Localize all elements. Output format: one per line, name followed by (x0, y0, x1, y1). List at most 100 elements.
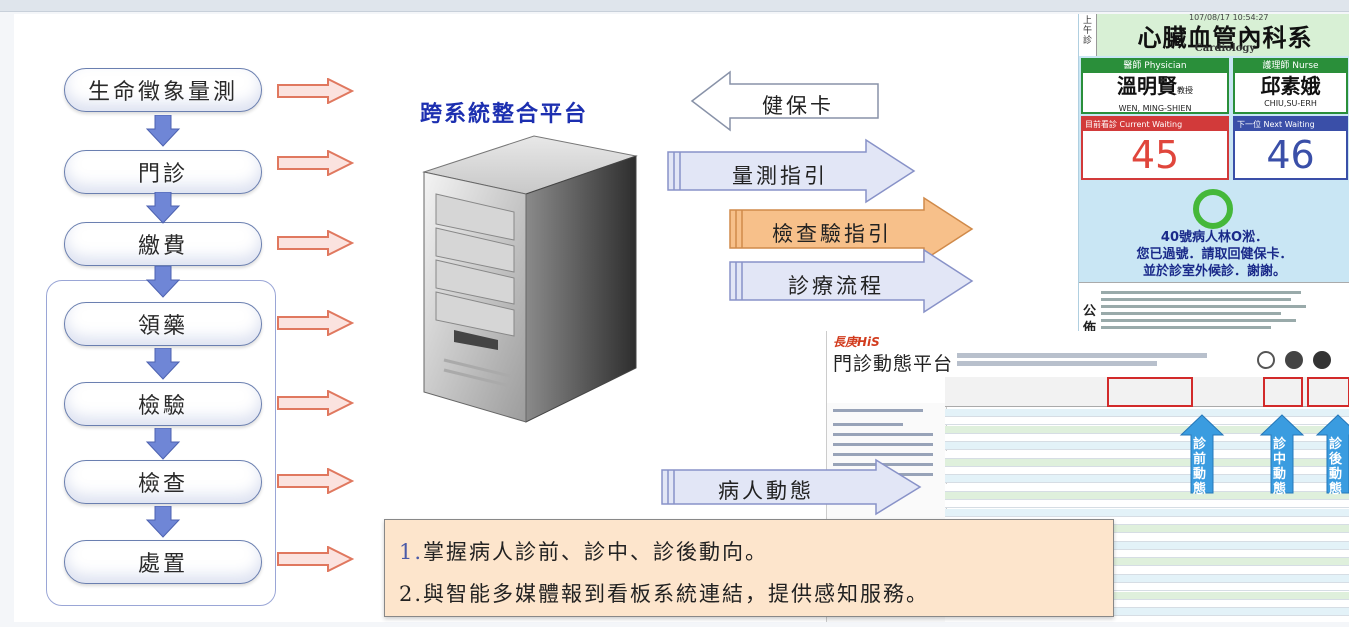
grid-row (945, 525, 1349, 534)
user-icon (1285, 351, 1303, 369)
grid-row (945, 500, 1349, 509)
nurse-name-en: CHIU,SU-ERH (1264, 99, 1317, 108)
right-arrow-icon (277, 78, 354, 104)
board-header (1079, 14, 1349, 56)
grid-row (945, 591, 1349, 600)
tree-item (833, 453, 933, 456)
board-timestamp: 107/08/17 10:54:27 (1189, 14, 1269, 22)
clinic-waiting-board: 上午診 107/08/17 10:54:27 心臟血管內科系 Cardiolog… (1078, 14, 1349, 359)
board-nurse: 護理師 Nurse 邱素娥 CHIU,SU-ERH (1233, 58, 1348, 114)
board-message-2: 您已過號．請取回健保卡． (1136, 247, 1293, 262)
notice-text-line (1101, 305, 1306, 308)
grid-row (945, 583, 1349, 592)
callout-number-2: 2. (399, 582, 424, 606)
right-arrow-icon (277, 390, 354, 416)
his-patient-grid (945, 377, 1349, 622)
next-label: 下一位 Next Waiting (1235, 118, 1346, 131)
grid-row (945, 558, 1349, 567)
during-visit-frame (1263, 377, 1303, 407)
down-arrow-icon (145, 266, 181, 298)
grid-row (945, 575, 1349, 583)
grid-row (945, 533, 1349, 542)
physician-name-en: WEN, MING-SHIEN (1118, 104, 1192, 113)
tree-item (833, 423, 903, 426)
grid-row (945, 508, 1349, 517)
grid-row (945, 467, 1349, 476)
right-arrow-icon (277, 468, 354, 494)
step-treatment: 處置 (64, 540, 262, 584)
board-message-3: 並於診室外候診．謝謝。 (1142, 264, 1286, 279)
step-pharmacy: 領藥 (64, 302, 262, 346)
exam-guide-arrow (729, 196, 974, 262)
notice-text-line (1101, 326, 1271, 329)
step-examination: 檢查 (64, 460, 262, 504)
board-current-number: 目前看診 Current Waiting 45 (1081, 116, 1229, 180)
down-arrow-icon (145, 428, 181, 460)
step-lab-test: 檢驗 (64, 382, 262, 426)
care-flow-arrow (729, 248, 974, 314)
right-arrow-icon (277, 546, 354, 572)
board-next-number: 下一位 Next Waiting 46 (1233, 116, 1348, 180)
callout-text-1: 掌握病人診前、診中、診後動向。 (423, 540, 769, 564)
physician-title: 教授 (1177, 86, 1193, 95)
notice-text-line (1101, 291, 1301, 294)
tree-item (833, 409, 923, 412)
step-vital-signs: 生命徵象量測 (64, 68, 262, 112)
status-circle-icon (1193, 189, 1233, 229)
summary-callout: 1.掌握病人診前、診中、診後動向。 2.與智能多媒體報到看板系統連結，提供感知服… (384, 519, 1114, 617)
tree-item (833, 443, 933, 446)
platform-title: 跨系統整合平台 (420, 101, 589, 127)
next-number: 46 (1266, 133, 1315, 177)
physician-name: 溫明賢教授 (1117, 74, 1193, 98)
callout-number-1: 1. (399, 540, 424, 564)
board-department: 心臟血管內科系 (1137, 24, 1313, 52)
grid-row (945, 616, 1349, 622)
down-arrow-icon (145, 348, 181, 380)
his-toolbar (957, 351, 1217, 367)
notice-text-line (1101, 319, 1296, 322)
top-bar (0, 0, 1349, 12)
step-payment: 繳費 (64, 222, 262, 266)
callout-text-2: 與智能多媒體報到看板系統連結，提供感知服務。 (423, 582, 930, 606)
nurse-name: 邱素娥 (1260, 74, 1321, 98)
board-physician: 醫師 Physician 溫明賢教授 WEN, MING-SHIEN (1081, 58, 1229, 114)
grid-row (945, 475, 1349, 484)
after-visit-frame (1307, 377, 1349, 407)
nurse-role: 護理師 Nurse (1235, 60, 1346, 73)
callout-line-2: 2.與智能多媒體報到看板系統連結，提供感知服務。 (399, 578, 929, 608)
toolbar-field (957, 353, 1207, 358)
grid-row (945, 541, 1349, 550)
right-arrow-icon (277, 150, 354, 176)
down-arrow-icon (145, 506, 181, 538)
search-icon (1257, 351, 1275, 369)
patient-status-label: 病人動態 (718, 479, 814, 503)
board-message-1: 40號病人林O淞． (1160, 230, 1269, 245)
measure-guide-arrow (667, 138, 916, 204)
health-card-arrow (690, 70, 879, 132)
care-flow-label: 診療流程 (788, 274, 884, 298)
board-department-en: Cardiology (1194, 43, 1256, 54)
before-visit-label: 診前動態 (1193, 437, 1207, 497)
tree-item (833, 433, 933, 436)
grid-row (945, 483, 1349, 492)
health-card-label: 健保卡 (762, 94, 834, 118)
his-title: 門診動態平台 (833, 353, 954, 375)
grid-row (945, 550, 1349, 559)
callout-line-1: 1.掌握病人診前、診中、診後動向。 (399, 536, 768, 566)
his-logo: 長庚HiS (833, 335, 880, 349)
grid-row (945, 450, 1349, 459)
current-label: 目前看診 Current Waiting (1083, 118, 1227, 131)
during-visit-arrow-icon (1259, 414, 1305, 494)
measure-guide-label: 量測指引 (732, 164, 828, 188)
right-arrow-icon (277, 230, 354, 256)
grid-row (945, 516, 1349, 525)
notice-text-line (1101, 312, 1281, 315)
grid-row (945, 417, 1349, 426)
right-arrow-icon (277, 310, 354, 336)
patient-status-arrow (661, 458, 922, 516)
message-icon (1313, 351, 1331, 369)
grid-row (945, 458, 1349, 467)
grid-row (945, 608, 1349, 617)
board-session: 上午診 (1079, 14, 1097, 56)
